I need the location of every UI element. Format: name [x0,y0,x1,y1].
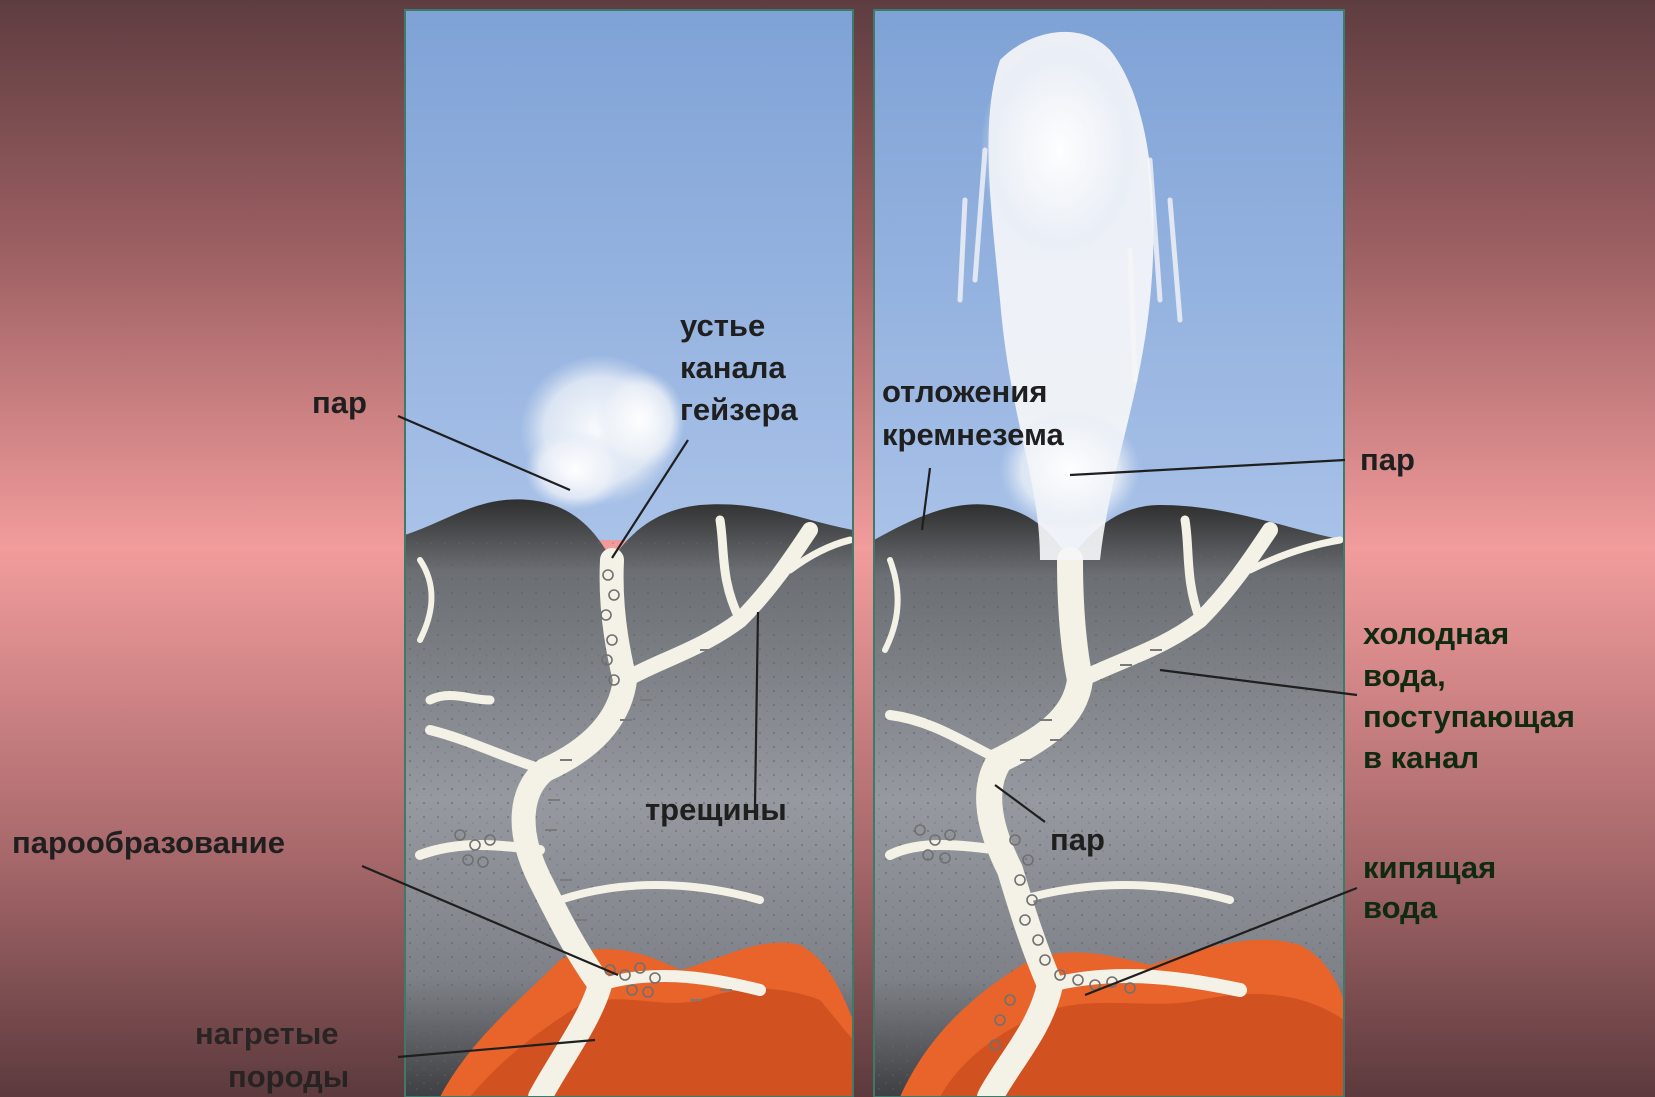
label-cold-water-line4: в канал [1363,740,1479,775]
label-cracks: трещины [645,792,787,827]
label-boiling-line2: вода [1363,890,1438,925]
label-vent-line2: канала [680,350,786,385]
label-boiling-line1: кипящая [1363,850,1496,885]
label-vent-line1: устье [680,308,765,343]
label-cold-water-line3: поступающая [1363,699,1575,734]
label-vaporization: парообразование [12,825,285,860]
label-cold-water-line1: холодная [1363,616,1509,651]
label-left-steam: пар [312,385,367,420]
left-panel [405,10,853,1097]
label-cold-water-line2: вода, [1363,658,1446,693]
label-vent-line3: гейзера [680,392,798,427]
right-panel [874,10,1344,1097]
label-hot-rocks-line2: породы [228,1059,349,1094]
label-hot-rocks-line1: нагретые [195,1016,339,1051]
label-silica-line2: кремнезема [882,417,1065,452]
label-channel-steam: пар [1050,822,1105,857]
label-right-steam: пар [1360,442,1415,477]
label-silica-line1: отложения [882,374,1047,409]
